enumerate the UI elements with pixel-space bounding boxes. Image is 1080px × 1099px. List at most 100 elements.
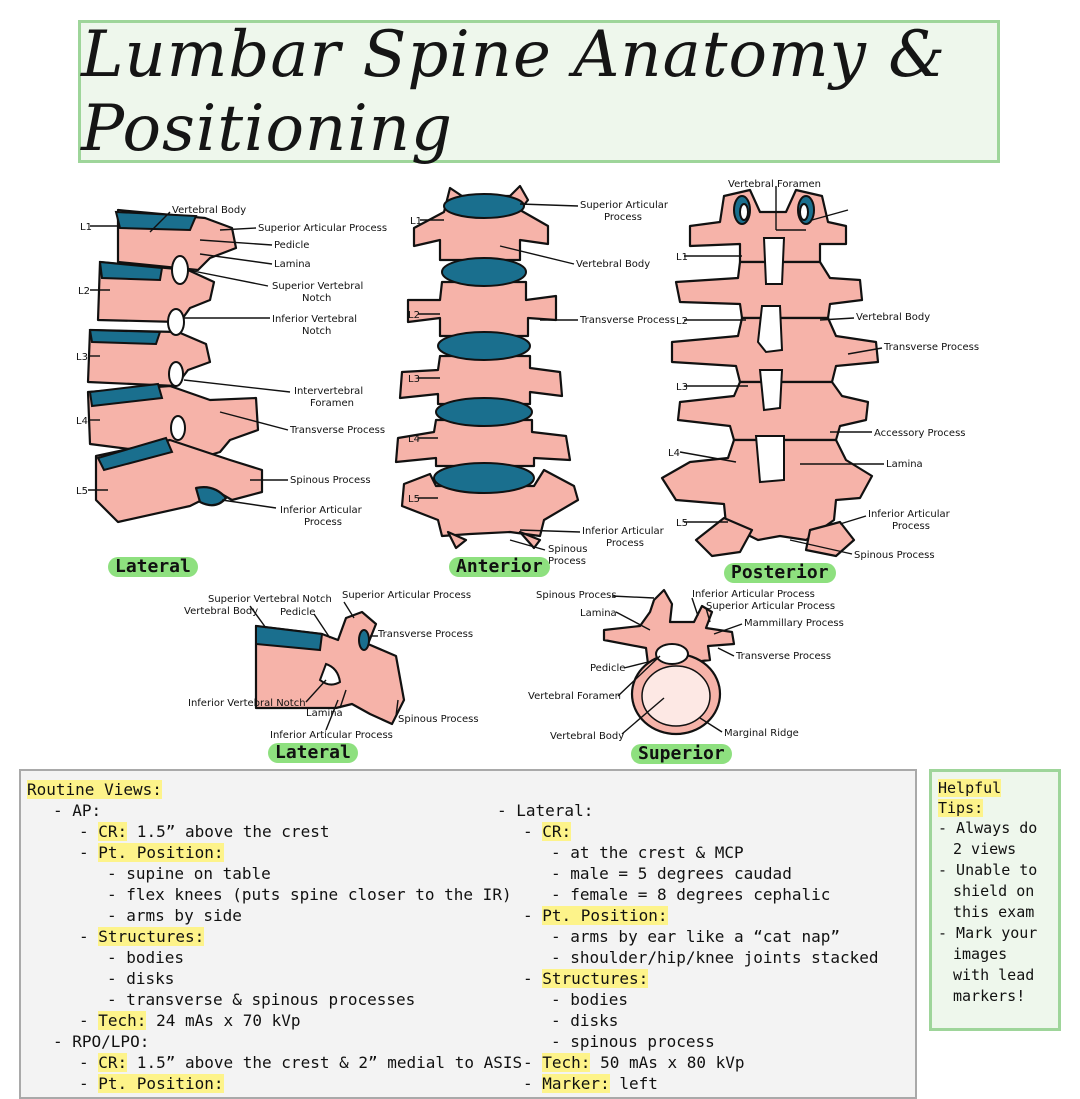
superior-vertebra-diagram: Spinous Process Lamina Inferior Articula… xyxy=(528,588,844,742)
posterior-level-l4: L4 xyxy=(668,448,680,459)
label-vertebral-body: Vertebral Body xyxy=(856,312,930,323)
label-superior-articular-process: Superior Articular Process xyxy=(258,223,387,234)
routine-views-heading: Routine Views: xyxy=(27,780,162,799)
tip-item: - Mark your images with lead markers! xyxy=(938,924,1038,1005)
label-inferior-articular-process: Inferior Articular xyxy=(582,526,665,537)
label-spinous-process: Spinous Process xyxy=(536,590,617,601)
label-transverse-process: Transverse Process xyxy=(377,629,473,640)
ap-heading: - AP: xyxy=(53,801,102,820)
lateral-level-l3: L3 xyxy=(76,352,88,363)
label-marginal-ridge: Marginal Ridge xyxy=(724,728,799,739)
svg-text:Notch: Notch xyxy=(302,293,331,304)
lateral-level-l5: L5 xyxy=(76,486,88,497)
rpo-cr-text: 1.5” above the crest & 2” medial to ASIS xyxy=(127,1053,523,1072)
ap-position-item: - supine on table xyxy=(107,864,271,883)
label-vertebral-foramen: Vertebral Foramen xyxy=(528,691,621,702)
ap-cr-label: CR: xyxy=(98,822,128,841)
svg-text:Process: Process xyxy=(548,556,586,567)
view-tag-superior: Superior xyxy=(631,744,732,764)
label-inferior-articular-process: Inferior Articular Process xyxy=(270,730,393,741)
label-superior-vertebral-notch: Superior Vertebral Notch xyxy=(208,594,332,605)
label-lamina: Lamina xyxy=(886,459,923,470)
label-vertebral-body: Vertebral Body xyxy=(550,731,624,742)
label-mammillary-process: Mammillary Process xyxy=(744,618,844,629)
label-spinous-process: Spinous Process xyxy=(290,475,371,486)
label-superior-articular-process: Superior Articular Process xyxy=(706,601,835,612)
posterior-level-l3: L3 xyxy=(676,382,688,393)
label-transverse-process: Transverse Process xyxy=(289,425,385,436)
view-tag-lateral-single: Lateral xyxy=(268,743,358,763)
ap-structure-item: - bodies xyxy=(107,948,185,967)
lateral-position-label: Pt. Position: xyxy=(542,906,668,925)
label-accessory-process: Accessory Process xyxy=(874,428,966,439)
label-lamina: Lamina xyxy=(580,608,617,619)
svg-text:Foramen: Foramen xyxy=(310,398,354,409)
label-superior-vertebral-notch: Superior Vertebral xyxy=(272,281,363,292)
lateral-level-l2: L2 xyxy=(78,286,90,297)
rpo-heading: - RPO/LPO: xyxy=(53,1032,150,1051)
label-inferior-vertebral-notch: Inferior Vertebral xyxy=(272,314,357,325)
label-pedicle: Pedicle xyxy=(274,240,309,251)
label-vertebral-body: Vertebral Body xyxy=(184,606,258,617)
lateral-heading: - Lateral: xyxy=(497,801,594,820)
tip-item: - Unable to shield on this exam xyxy=(938,861,1038,921)
label-pedicle: Pedicle xyxy=(590,663,625,674)
posterior-level-l5: L5 xyxy=(676,518,688,529)
lateral-position-item: - shoulder/hip/knee joints stacked xyxy=(551,948,879,967)
posterior-spine-diagram: L1 L2 L3 L4 L5 Vertebral Foramen Vertebr… xyxy=(660,179,979,561)
lateral-cr-item: - male = 5 degrees caudad xyxy=(551,864,792,883)
ap-structure-item: - transverse & spinous processes xyxy=(107,990,416,1009)
label-vertebral-body: Vertebral Body xyxy=(576,259,650,270)
label-transverse-process: Transverse Process xyxy=(883,342,979,353)
svg-text:Process: Process xyxy=(892,521,930,532)
label-spinous-process: Spinous xyxy=(548,544,587,555)
ap-tech-text: 24 mAs x 70 kVp xyxy=(146,1011,301,1030)
page-title: Lumbar Spine Anatomy & Positioning xyxy=(81,17,947,166)
lateral-tech-label: Tech: xyxy=(542,1053,591,1072)
lateral-cr-item: - female = 8 degrees cephalic xyxy=(551,885,831,904)
lateral-tech-text: 50 mAs x 80 kVp xyxy=(590,1053,745,1072)
ap-structures-label: Structures: xyxy=(98,927,205,946)
lateral-cr-label: CR: xyxy=(542,822,572,841)
label-spinous-process: Spinous Process xyxy=(854,550,935,561)
posterior-level-l2: L2 xyxy=(676,316,688,327)
posterior-level-l1: L1 xyxy=(676,252,688,263)
ap-position-item: - arms by side xyxy=(107,906,242,925)
lateral-level-l4: L4 xyxy=(76,416,88,427)
label-transverse-process: Transverse Process xyxy=(579,315,675,326)
routine-views-panel: Routine Views: - AP: - CR: 1.5” above th… xyxy=(19,769,917,1099)
svg-text:Process: Process xyxy=(604,212,642,223)
label-superior-articular-process: Superior Articular Process xyxy=(342,590,471,601)
anterior-level-l3: L3 xyxy=(408,374,420,385)
ap-position-label: Pt. Position: xyxy=(98,843,224,862)
view-tag-lateral: Lateral xyxy=(108,557,198,577)
label-inferior-articular-process: Inferior Articular Process xyxy=(692,589,815,600)
label-vertebral-body: Vertebral Body xyxy=(172,205,246,216)
lateral-cr-item: - at the crest & MCP xyxy=(551,843,744,862)
view-tag-posterior: Posterior xyxy=(724,563,836,583)
label-spinous-process: Spinous Process xyxy=(398,714,479,725)
anterior-level-l1: L1 xyxy=(410,216,422,227)
svg-text:Process: Process xyxy=(304,517,342,528)
lateral-vertebra-diagram: Superior Vertebral Notch Vertebral Body … xyxy=(184,590,479,741)
lateral-marker-label: Marker: xyxy=(542,1074,610,1093)
lateral-marker-text: left xyxy=(609,1074,658,1093)
title-banner: Lumbar Spine Anatomy & Positioning xyxy=(78,17,1000,166)
lateral-level-l1: L1 xyxy=(80,222,92,233)
label-inferior-articular-process: Inferior Articular xyxy=(868,509,951,520)
anterior-level-l5: L5 xyxy=(408,494,420,505)
label-intervertebral-foramen: Intervertebral xyxy=(294,386,363,397)
ap-position-item: - flex knees (puts spine closer to the I… xyxy=(107,885,512,904)
ap-structure-item: - disks xyxy=(107,969,175,988)
anterior-level-l2: L2 xyxy=(408,310,420,321)
rpo-position-label: Pt. Position: xyxy=(98,1074,224,1093)
svg-text:Notch: Notch xyxy=(302,326,331,337)
lateral-spine-diagram: L1 L2 L3 L4 L5 Vertebral Body Superior A… xyxy=(76,205,387,528)
view-tag-anterior: Anterior xyxy=(449,557,550,577)
lateral-structure-item: - spinous process xyxy=(551,1032,715,1051)
lateral-structure-item: - bodies xyxy=(551,990,629,1009)
lateral-position-item: - arms by ear like a “cat nap” xyxy=(551,927,840,946)
label-vertebral-foramen: Vertebral Foramen xyxy=(728,179,821,190)
lateral-structures-label: Structures: xyxy=(542,969,649,988)
helpful-tips-panel: Helpful Tips: - Always do 2 views - Unab… xyxy=(929,769,1061,1031)
